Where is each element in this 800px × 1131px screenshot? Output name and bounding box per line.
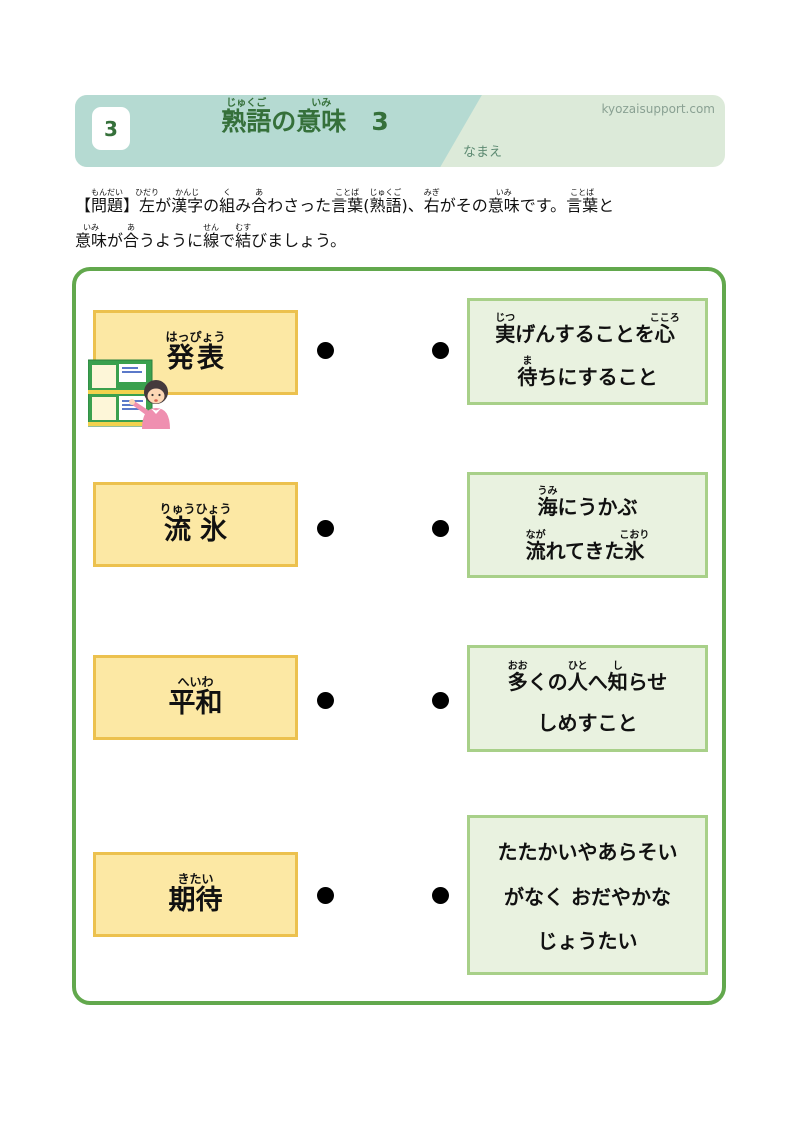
- name-field-label: なまえ: [463, 145, 503, 160]
- sheet-number-badge: 3: [92, 107, 130, 150]
- word-card-kitai: 期待きたい: [93, 852, 298, 937]
- meaning-card-3: 多おおくの人ひとへ知しらせ しめすこと: [467, 645, 708, 752]
- word-card-heiwa: 平和へいわ: [93, 655, 298, 740]
- problem-line-2: 意味いみが合あうように線せんで結むすびましょう。: [75, 222, 347, 250]
- connector-dot-right-1: [432, 342, 449, 359]
- meaning-line: 多おおくの人ひとへ知しらせ: [507, 661, 668, 695]
- problem-statement: 【問題もんだい】左ひだりが漢字かんじの組くみ合あわさった言葉ことば(熟語じゅくご…: [75, 188, 733, 257]
- connector-dot-right-3: [432, 692, 449, 709]
- meaning-card-1: 実じつげんすることを心こころ 待まちにすること: [467, 298, 708, 405]
- word-card-ryuuhyou: 流氷りゅうひょう: [93, 482, 298, 567]
- meaning-line: 海うみにうかぶ: [537, 486, 638, 520]
- connector-dot-left-3: [317, 692, 334, 709]
- meaning-line: がなく おだやかな: [504, 884, 671, 909]
- teacher-figure: [129, 380, 170, 429]
- meaning-card-4: たたかいやあらそい がなく おだやかな じょうたい: [467, 815, 708, 975]
- connector-dot-right-2: [432, 520, 449, 537]
- exercise-frame: 発表はっぴょう: [72, 267, 726, 1005]
- meaning-card-2: 海うみにうかぶ 流ながれてきた氷こおり: [467, 472, 708, 578]
- connector-dot-left-1: [317, 342, 334, 359]
- website-credit: kyozaisupport.com: [601, 102, 715, 116]
- meaning-line: じょうたい: [537, 929, 638, 954]
- problem-line-1: 【問題もんだい】左ひだりが漢字かんじの組くみ合あわさった言葉ことば(熟語じゅくご…: [75, 188, 615, 215]
- meaning-line: しめすこと: [537, 710, 638, 735]
- page-title: 熟語じゅくごの意味いみ 3: [221, 98, 389, 136]
- meaning-line: 実じつげんすることを心こころ: [495, 312, 680, 346]
- header-band: 3 熟語じゅくごの意味いみ 3 なまえ kyozaisupport.com: [75, 95, 725, 167]
- header-teal-panel: [75, 95, 482, 167]
- connector-dot-left-4: [317, 887, 334, 904]
- meaning-line: 待まちにすること: [517, 356, 658, 390]
- meaning-line: たたかいやあらそい: [497, 839, 678, 864]
- connector-dot-left-2: [317, 520, 334, 537]
- presentation-illustration: [88, 359, 170, 429]
- connector-dot-right-4: [432, 887, 449, 904]
- meaning-line: 流ながれてきた氷こおり: [525, 529, 650, 563]
